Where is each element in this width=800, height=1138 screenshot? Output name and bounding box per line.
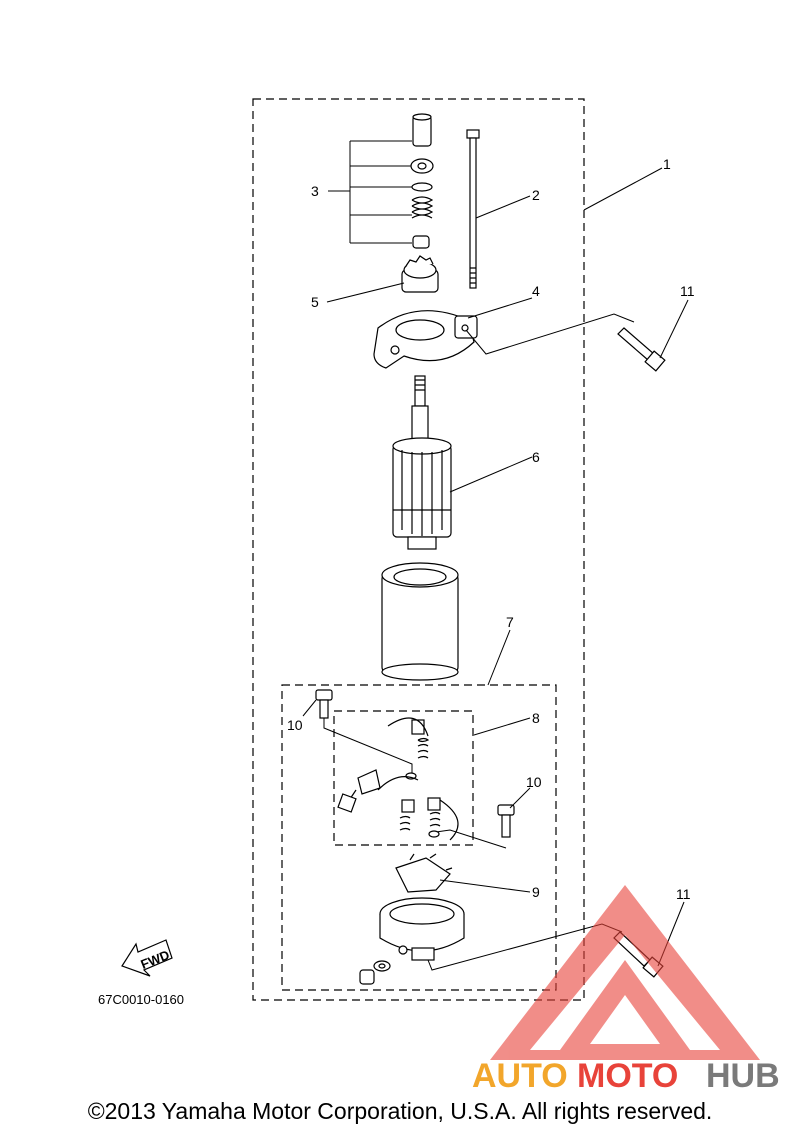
watermark-text-moto: MOTO bbox=[577, 1057, 678, 1095]
rear-cover bbox=[379, 897, 465, 961]
fwd-arrow-icon bbox=[121, 939, 173, 977]
diagram-reference-code: 67C0010-0160 bbox=[98, 992, 184, 1007]
mounting-bolt-upper bbox=[617, 327, 666, 372]
callout-7: 7 bbox=[506, 614, 514, 630]
callout-4: 4 bbox=[532, 283, 540, 299]
assembly-frame-7 bbox=[281, 684, 557, 991]
callout-3: 3 bbox=[311, 183, 319, 199]
brush-plate bbox=[395, 853, 453, 893]
armature bbox=[392, 375, 452, 550]
callout-6: 6 bbox=[532, 449, 540, 465]
callout-10-left: 10 bbox=[287, 717, 303, 733]
brush-holder-parts bbox=[337, 717, 459, 841]
front-bracket bbox=[373, 310, 478, 369]
callout-1: 1 bbox=[663, 156, 671, 172]
screw-10-right bbox=[497, 804, 515, 838]
callout-11-upper: 11 bbox=[680, 283, 695, 299]
assembly-frame-outer bbox=[252, 98, 585, 1001]
callout-11-lower: 11 bbox=[676, 886, 691, 902]
pinion-gear bbox=[401, 255, 439, 293]
callout-10-right: 10 bbox=[526, 774, 542, 790]
callout-9: 9 bbox=[532, 884, 540, 900]
screw-10-left bbox=[315, 689, 333, 719]
callout-2: 2 bbox=[532, 187, 540, 203]
through-bolt bbox=[466, 129, 480, 289]
yoke bbox=[381, 562, 459, 681]
automotohub-watermark-logo bbox=[490, 885, 760, 1060]
callout-5: 5 bbox=[311, 294, 319, 310]
pinion-parts-stack bbox=[410, 113, 434, 249]
washer-nut bbox=[359, 960, 391, 985]
assembly-frame-8 bbox=[333, 710, 474, 846]
copyright-notice: ©2013 Yamaha Motor Corporation, U.S.A. A… bbox=[87, 1098, 713, 1124]
watermark-text-auto: AUTO bbox=[472, 1057, 568, 1095]
watermark-text-hub: HUB bbox=[706, 1057, 780, 1095]
callout-8: 8 bbox=[532, 710, 540, 726]
